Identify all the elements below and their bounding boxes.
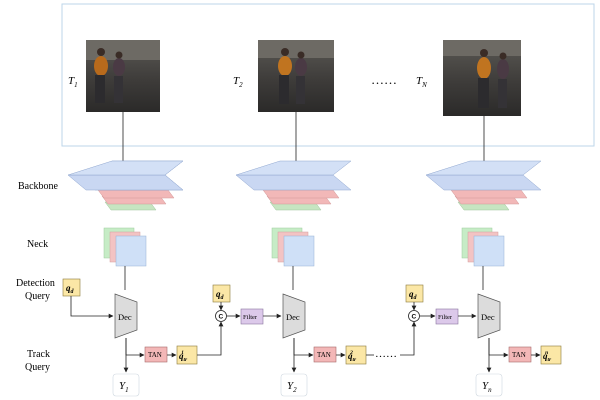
frame-label-t1-sub: 1 [74,81,78,89]
tan-block-n [508,346,532,363]
output-yn-label: Y [482,380,490,392]
track-query-2-sub: tr [353,357,358,363]
output-y1-label: Y [119,380,127,392]
svg-text:qtr1: qtr1 [179,350,188,363]
svg-text:T1: T1 [68,75,78,89]
frames-ellipsis: …… [371,72,397,87]
frame-label-tn: T [416,75,423,87]
track-query-1-sub: tr [184,357,189,363]
frame-label-t2: T [233,75,240,87]
filter-block-1-label: Filter [243,314,258,321]
concat-node-2 [408,310,420,322]
concat-node-2-label: C [412,314,417,321]
frame-label-t1: T [68,75,75,87]
track-query-n [540,345,562,365]
frame-label-t2-sub: 2 [239,81,243,89]
detection-query-2-sub: d [221,295,225,301]
svg-text:qd: qd [66,283,75,295]
svg-text:Yn: Yn [482,380,492,394]
filter-block-1 [240,308,264,325]
detection-query-2 [212,284,231,303]
track-query-n-sup: n [545,350,548,356]
output-y1 [112,373,140,397]
track-query-n-label: q [543,351,548,361]
tan-block-1 [144,346,168,363]
svg-text:qd: qd [409,289,418,301]
label-track-line1: Track [27,349,50,360]
frame-image-1 [86,40,160,112]
svg-text:T2: T2 [233,75,243,89]
output-y2-sub: 2 [293,386,297,394]
label-track-line2: Query [25,362,50,373]
track-query-n-sub: tr [548,357,553,363]
label-detection-line2: Query [25,291,50,302]
decoder-1-label: Dec [118,312,132,322]
concat-node-1 [215,310,227,322]
detection-query-1 [62,278,81,297]
svg-text:TN: TN [416,75,427,89]
output-y2-label: Y [287,380,295,392]
tan-block-2-label: TAN [317,351,331,359]
output-y2 [280,373,308,397]
detection-query-3-sub: d [414,295,418,301]
detection-query-2-label: q [216,289,221,299]
output-yn [475,373,503,397]
svg-text:qtrn: qtrn [543,350,552,363]
track-query-1-sup: 1 [181,350,184,356]
concat-node-1-label: C [219,314,224,321]
neck-block-n [461,227,505,267]
track-query-2-label: q [348,351,353,361]
output-yn-sub: n [488,386,492,394]
track-ellipsis: …… [375,348,397,360]
frame-image-2 [258,40,334,112]
tan-block-2 [313,346,337,363]
track-query-2-sup: 2 [349,350,353,356]
decoder-2 [282,293,306,339]
svg-text:qtr2: qtr2 [348,350,357,363]
label-backbone: Backbone [18,181,59,192]
track-query-1-label: q [179,351,184,361]
filter-block-2-label: Filter [438,314,453,321]
svg-text:qd: qd [216,289,225,301]
detection-query-1-sub: d [71,289,75,295]
neck-block-2 [271,227,315,267]
frame-image-n [443,40,521,116]
filter-block-2 [435,308,459,325]
decoder-n [477,293,501,339]
tan-block-1-label: TAN [148,351,162,359]
decoder-1 [114,293,138,339]
decoder-n-label: Dec [481,312,495,322]
detection-query-3 [405,284,424,303]
tan-block-n-label: TAN [512,351,526,359]
output-y1-sub: 1 [125,386,129,394]
svg-text:Y1: Y1 [119,380,129,394]
backbone-block-n [425,160,542,211]
label-detection-line1: Detection [16,278,55,289]
frame-label-tn-sub: N [421,81,427,89]
label-neck: Neck [27,239,48,250]
backbone-block-2 [235,160,352,211]
backbone-block-1 [67,160,184,211]
detection-query-3-label: q [409,289,414,299]
detection-query-1-label: q [66,283,71,293]
decoder-2-label: Dec [286,312,300,322]
neck-block-1 [103,227,147,267]
svg-text:Y2: Y2 [287,380,297,394]
